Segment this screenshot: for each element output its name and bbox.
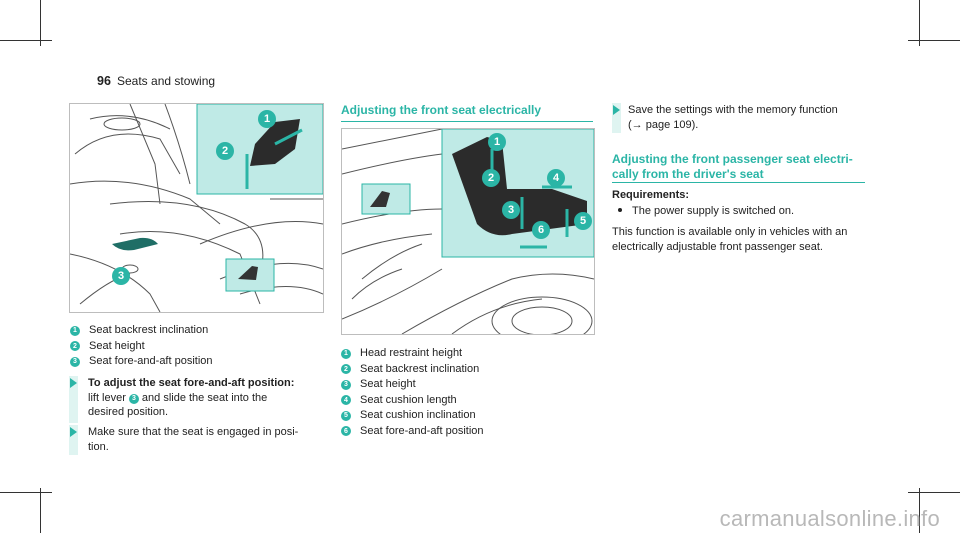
callout-3: 3 xyxy=(502,201,520,219)
step-bar xyxy=(69,425,78,455)
page-number: 96 xyxy=(97,74,111,88)
section-title: Seats and stowing xyxy=(117,74,216,88)
crop-mark xyxy=(919,0,920,46)
bullet-icon xyxy=(618,208,622,212)
crop-mark xyxy=(908,40,960,41)
crop-mark xyxy=(908,492,960,493)
step-bar xyxy=(612,103,621,133)
step-adjust-fore-aft: To adjust the seat fore-and-aft position… xyxy=(88,376,328,420)
heading-rule xyxy=(612,182,865,183)
heading-rule xyxy=(341,121,593,122)
seat-illustration xyxy=(70,104,323,312)
crop-mark xyxy=(40,488,41,533)
section-heading: Adjusting the front passenger seat elect… xyxy=(612,152,853,181)
step-arrow-icon xyxy=(70,427,77,437)
callout-2: 2 xyxy=(482,169,500,187)
lever-shape xyxy=(112,237,158,251)
seat-electric-figure: 1 2 3 4 5 6 xyxy=(341,128,595,335)
crop-mark xyxy=(0,40,52,41)
door-panel-illustration xyxy=(342,129,594,334)
page-reference-link[interactable]: (→ page 109). xyxy=(628,118,699,131)
section-heading: Adjusting the front seat electrically xyxy=(341,103,542,117)
watermark: carmanualsonline.info xyxy=(719,506,940,531)
availability-paragraph: This function is available only in vehic… xyxy=(612,226,848,253)
crop-mark xyxy=(40,0,41,46)
crop-mark xyxy=(0,492,52,493)
requirement-item: The power supply is switched on. xyxy=(612,205,794,217)
crop-mark xyxy=(919,488,920,533)
step-arrow-icon xyxy=(70,378,77,388)
step-save-memory: Save the settings with the memory functi… xyxy=(628,103,878,132)
step-title: To adjust the seat fore-and-aft position… xyxy=(88,377,295,389)
step-bar xyxy=(69,376,78,423)
callout-5: 5 xyxy=(574,212,592,230)
callout-4: 4 xyxy=(547,169,565,187)
callout-3: 3 xyxy=(112,267,130,285)
callout-2: 2 xyxy=(216,142,234,160)
requirements-label: Requirements: xyxy=(612,189,690,201)
callout-6: 6 xyxy=(532,221,550,239)
callout-1: 1 xyxy=(258,110,276,128)
callout-1: 1 xyxy=(488,133,506,151)
step-engaged: Make sure that the seat is engaged in po… xyxy=(88,426,299,453)
step-arrow-icon xyxy=(613,105,620,115)
seat-manual-adjust-figure: 1 2 3 xyxy=(69,103,324,313)
ref-callout-3: 3 xyxy=(128,393,139,404)
